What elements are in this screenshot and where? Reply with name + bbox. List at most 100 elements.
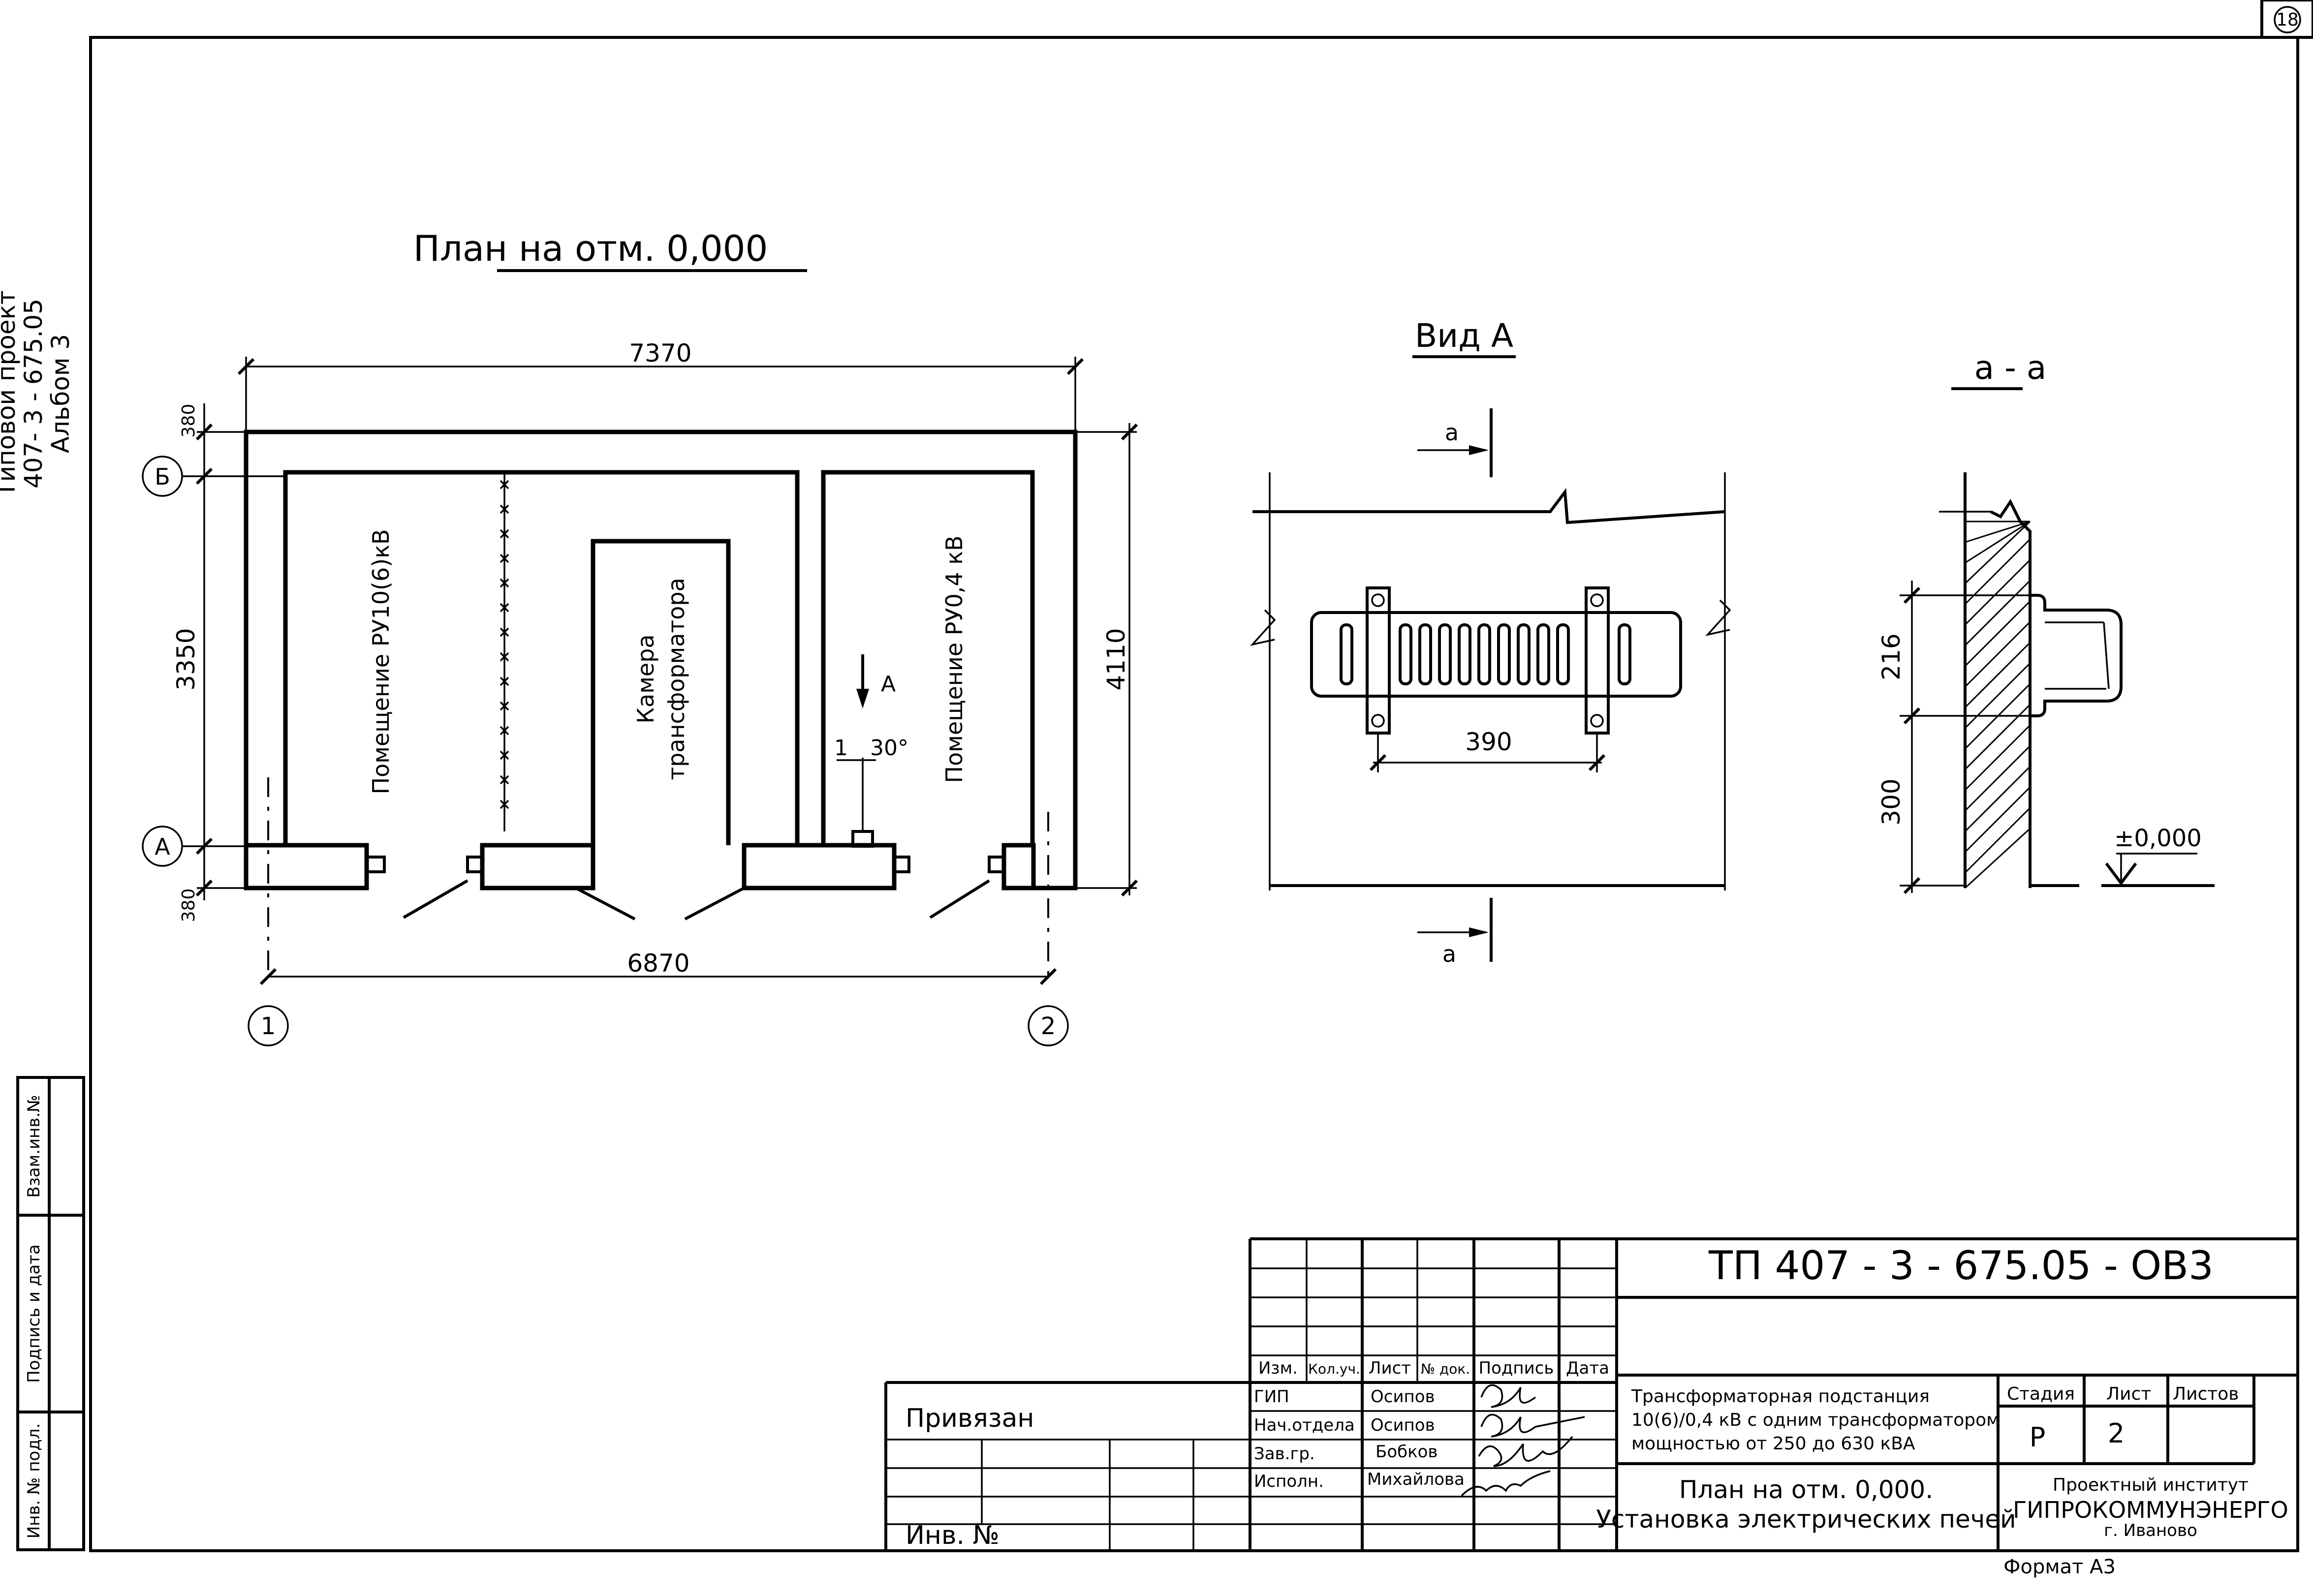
name-gip: Осипов <box>1371 1387 1435 1407</box>
sheet-number: 18 <box>2276 10 2299 30</box>
camera-label-2: трансформатора <box>663 578 689 780</box>
slope-num: 1 <box>834 736 848 761</box>
privyazan: Привязан <box>906 1404 1034 1433</box>
role-ispoln: Исполн. <box>1254 1472 1324 1491</box>
side-code: 407- 3 - 675.05 <box>19 299 48 489</box>
axis-a: А <box>155 833 170 860</box>
wall-hatch-line <box>1964 745 2031 812</box>
side-album: Альбом 3 <box>46 334 75 453</box>
stamp-vzam: Взам.инв.№ <box>24 1095 44 1197</box>
name-ispoln: Михайлова <box>1367 1470 1465 1489</box>
camera-wall <box>591 539 731 845</box>
mesh-x-mark <box>500 775 509 785</box>
stamp-inv: Инв. № подл. <box>24 1423 44 1539</box>
dim-390: 390 <box>1465 728 1512 756</box>
object-line3: мощностью от 250 до 630 кВА <box>1631 1434 1915 1454</box>
wall-hatch-line <box>1964 521 2031 584</box>
slope-angle: 30° <box>870 736 908 761</box>
org-line3: г. Иваново <box>2104 1521 2197 1540</box>
axis-b: Б <box>155 463 170 490</box>
format-label: Формат А3 <box>2003 1556 2116 1578</box>
name-zav: Бобков <box>1375 1442 1438 1462</box>
doc-code: ТП 407 - 3 - 675.05 - ОВ3 <box>1708 1243 2214 1289</box>
org-line1: Проектный институт <box>2053 1475 2249 1495</box>
sheet-title-1: План на отм. 0,000. <box>1679 1475 1933 1504</box>
hdr-stadia: Стадия <box>2007 1384 2075 1404</box>
name-nach: Осипов <box>1371 1415 1435 1435</box>
room-ru04-wall <box>821 470 1035 848</box>
wall-hatch-line <box>1964 828 2031 889</box>
wall-hatch-line <box>1964 807 2031 874</box>
dim-top-wall: 380 <box>179 404 199 438</box>
dim-axis-width: 6870 <box>627 949 689 978</box>
heater-front <box>1310 611 1682 698</box>
hdr-sheets: Листов <box>2173 1384 2239 1404</box>
side-project: Типовой проект <box>0 290 21 497</box>
hdr-sheet: Лист <box>2106 1384 2151 1404</box>
wall-hatch-line <box>1964 600 2031 667</box>
sheet-number-box <box>2260 0 2313 39</box>
wall-hatch-line <box>1964 559 2031 626</box>
plan-drawing: План на отм. 0,000 А 1 <box>142 228 1138 1046</box>
room-ru04-label: Помещение РУ0,4 кВ <box>941 535 968 783</box>
sheet-title-2: Установка электрических печей <box>1596 1505 2016 1534</box>
axis-2: 2 <box>1041 1013 1056 1040</box>
wall-hatch-line <box>1964 704 2031 770</box>
role-zav: Зав.гр. <box>1254 1444 1315 1464</box>
heater-slot <box>1477 623 1491 685</box>
view-a-drawing: Вид А а а 390 <box>1250 317 1731 967</box>
room-ru10-wall <box>283 470 800 848</box>
heater-slot <box>1399 623 1412 685</box>
hdr-list: Лист <box>1369 1358 1411 1378</box>
view-a-title: Вид А <box>1415 317 1513 355</box>
hdr-kol: Кол.уч. <box>1308 1361 1360 1377</box>
mesh-x-mark <box>500 799 509 809</box>
left-stamp: Взам.инв.№ Подпись и дата Инв. № подл. <box>16 1076 85 1551</box>
section-aa-drawing: а - а 216 300 ±0,000 <box>1877 349 2215 894</box>
mesh-x-mark <box>500 578 509 588</box>
hdr-podpis: Подпись <box>1479 1358 1554 1378</box>
stamp-podpis: Подпись и дата <box>24 1244 44 1383</box>
heater-slot <box>1340 623 1353 685</box>
dim-216: 216 <box>1877 633 1906 680</box>
wall-hatch-line <box>1964 766 2031 832</box>
wall-hatch-line <box>1964 786 2031 853</box>
mesh-x-mark <box>500 553 509 563</box>
mesh-x-mark <box>500 652 509 662</box>
heater-slot <box>1418 623 1432 685</box>
signatures <box>1461 1384 1585 1497</box>
mesh-x-mark <box>500 750 509 760</box>
mesh-x-mark <box>500 676 509 686</box>
dim-total-width: 7370 <box>629 339 691 368</box>
heater-slot <box>1458 623 1471 685</box>
dim-total-height: 4110 <box>1102 628 1130 690</box>
wall-hatch-line <box>1964 662 2031 729</box>
stadia-value: Р <box>2030 1422 2046 1453</box>
title-block: Изм. Кол.уч. Лист № док. Подпись Дата ГИ… <box>884 1237 2298 1578</box>
object-line2: 10(6)/0,4 кВ с одним трансформатором <box>1631 1410 2000 1430</box>
sheet-number-circle <box>2274 6 2301 33</box>
role-nach: Нач.отдела <box>1254 1415 1355 1435</box>
wall-hatch-line <box>1964 621 2031 688</box>
role-gip: ГИП <box>1254 1387 1289 1407</box>
mesh-x-mark <box>500 603 509 613</box>
room-ru10-label: Помещение РУ10(6)кВ <box>368 529 394 794</box>
hdr-data: Дата <box>1566 1358 1609 1378</box>
org-line2: ГИПРОКОММУНЭНЕРГО <box>2013 1497 2288 1523</box>
axis-2-bubble <box>1028 1005 1069 1046</box>
section-title: а - а <box>1974 349 2047 387</box>
section-mark-top: а <box>1445 419 1459 446</box>
sheet-value: 2 <box>2108 1418 2125 1449</box>
heater-slot <box>1438 623 1452 685</box>
heater-slot <box>1536 623 1550 685</box>
mesh-x-mark <box>500 627 509 637</box>
heater-profile <box>2030 594 2123 717</box>
camera-label-1: Камера <box>632 634 659 723</box>
inv-no: Инв. № <box>906 1521 1000 1550</box>
heater-slot <box>1497 623 1511 685</box>
dim-300: 300 <box>1877 778 1906 825</box>
mesh-x-mark <box>500 504 509 514</box>
dim-inner-height: 3350 <box>172 628 200 690</box>
view-mark-a: А <box>881 672 896 697</box>
object-line1: Трансформаторная подстанция <box>1631 1386 1930 1407</box>
